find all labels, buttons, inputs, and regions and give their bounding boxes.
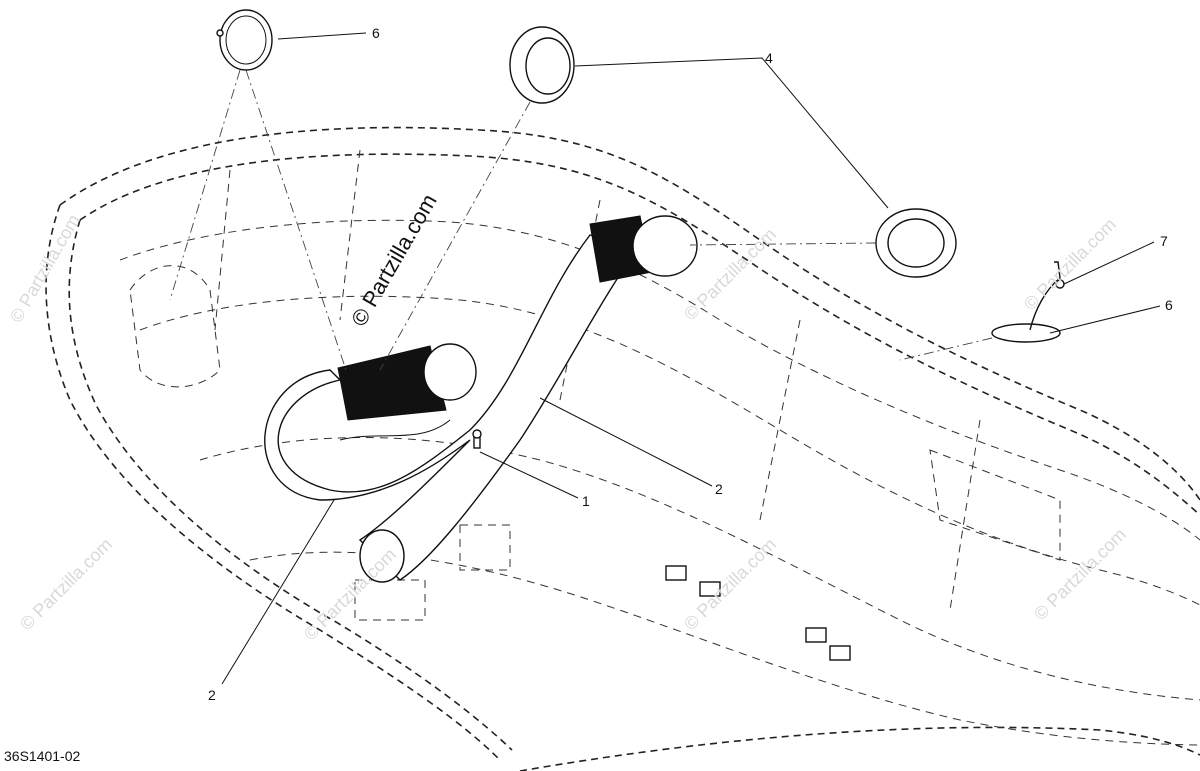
clip-3 xyxy=(805,627,827,643)
hull-floor-line xyxy=(199,437,1200,701)
storage-pocket xyxy=(129,265,221,388)
callout-1: 1 xyxy=(582,493,590,509)
hose-end-middle-sleeve xyxy=(337,345,447,421)
leader-6-right xyxy=(1049,305,1161,334)
clip-2 xyxy=(699,581,721,597)
hull-deck-line xyxy=(119,219,1200,541)
hose-end-upper xyxy=(632,215,698,277)
callout-6-right: 6 xyxy=(1165,297,1173,313)
hull-rib-2 xyxy=(339,149,361,321)
hull-rib-5 xyxy=(949,419,981,611)
callout-4: 4 xyxy=(765,50,773,66)
hull-outline-inner xyxy=(79,153,1200,516)
diagram-code: 36S1401-02 xyxy=(4,748,81,764)
tether xyxy=(1029,261,1061,331)
hull-side-left xyxy=(45,204,501,761)
centerline-ring-top xyxy=(379,101,531,371)
callout-2-bottom: 2 xyxy=(208,687,216,703)
block-2 xyxy=(459,524,511,571)
hull-bottom-edge xyxy=(519,726,1200,771)
hose-end-middle xyxy=(423,343,477,401)
hull-deck-line-2 xyxy=(139,295,1200,606)
vent-cap-right xyxy=(991,323,1061,343)
hull-rib-4 xyxy=(759,319,801,521)
leader-1 xyxy=(479,451,579,499)
hose-end-bottom xyxy=(359,529,405,583)
leader-4 xyxy=(574,57,889,209)
leader-2-mid xyxy=(539,397,713,487)
vent-cap-top-tab xyxy=(216,29,224,37)
hull-rib-1 xyxy=(214,169,231,331)
vent-ring-right-inner xyxy=(887,218,945,268)
clip-1 xyxy=(665,565,687,581)
centerline-ring-right xyxy=(689,242,877,246)
centerline-cap-right xyxy=(899,337,993,361)
vent-cap-top-inner xyxy=(225,15,267,65)
clip-4 xyxy=(829,645,851,661)
leader-2-bottom xyxy=(221,499,335,685)
leader-6-top xyxy=(277,32,367,40)
vent-hose xyxy=(264,234,642,581)
leader-7 xyxy=(1063,241,1155,285)
side-panel xyxy=(929,449,1061,561)
vent-hose-seam xyxy=(339,419,451,441)
callout-6-top: 6 xyxy=(372,25,380,41)
vent-ring-top-inner xyxy=(525,37,571,95)
vent-cap-top xyxy=(219,9,273,71)
callout-2-mid: 2 xyxy=(715,481,723,497)
hull-side-left-inner xyxy=(68,219,513,751)
hull-outline xyxy=(59,126,1200,501)
screw-head xyxy=(472,429,482,439)
centerline-cap-top xyxy=(245,69,347,371)
centerline-cap-top-2 xyxy=(169,69,241,301)
callout-7: 7 xyxy=(1160,233,1168,249)
